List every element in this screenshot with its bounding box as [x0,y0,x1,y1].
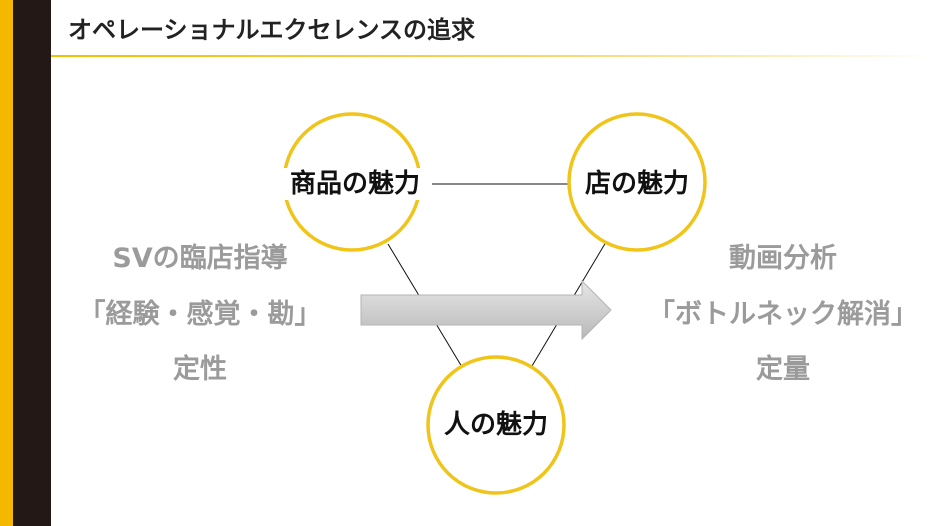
circle-people-appeal [426,355,566,495]
label-backdrop-store [573,168,701,200]
right-line-video-analysis: 動画分析 [729,243,837,274]
left-line-experience: 「経験・感覚・勘」 [78,299,322,330]
title-underline [51,55,937,57]
node-people-appeal: 人の魅力 [443,410,548,440]
right-line-bottleneck: 「ボトルネック解消」 [648,299,918,330]
right-line-quantitative: 定量 [756,354,810,385]
label-backdrop-product [280,168,432,200]
sidebar-bar [13,0,51,526]
accent-bar [0,0,13,526]
node-store-appeal: 店の魅力 [584,169,689,199]
left-line-sv-store-visit: SVの臨店指導 [112,243,288,274]
transition-arrow [360,279,612,341]
left-line-qualitative: 定性 [173,354,227,385]
node-product-appeal: 商品の魅力 [289,169,420,199]
slide-title: オペレーショナルエクセレンスの追求 [68,16,476,44]
